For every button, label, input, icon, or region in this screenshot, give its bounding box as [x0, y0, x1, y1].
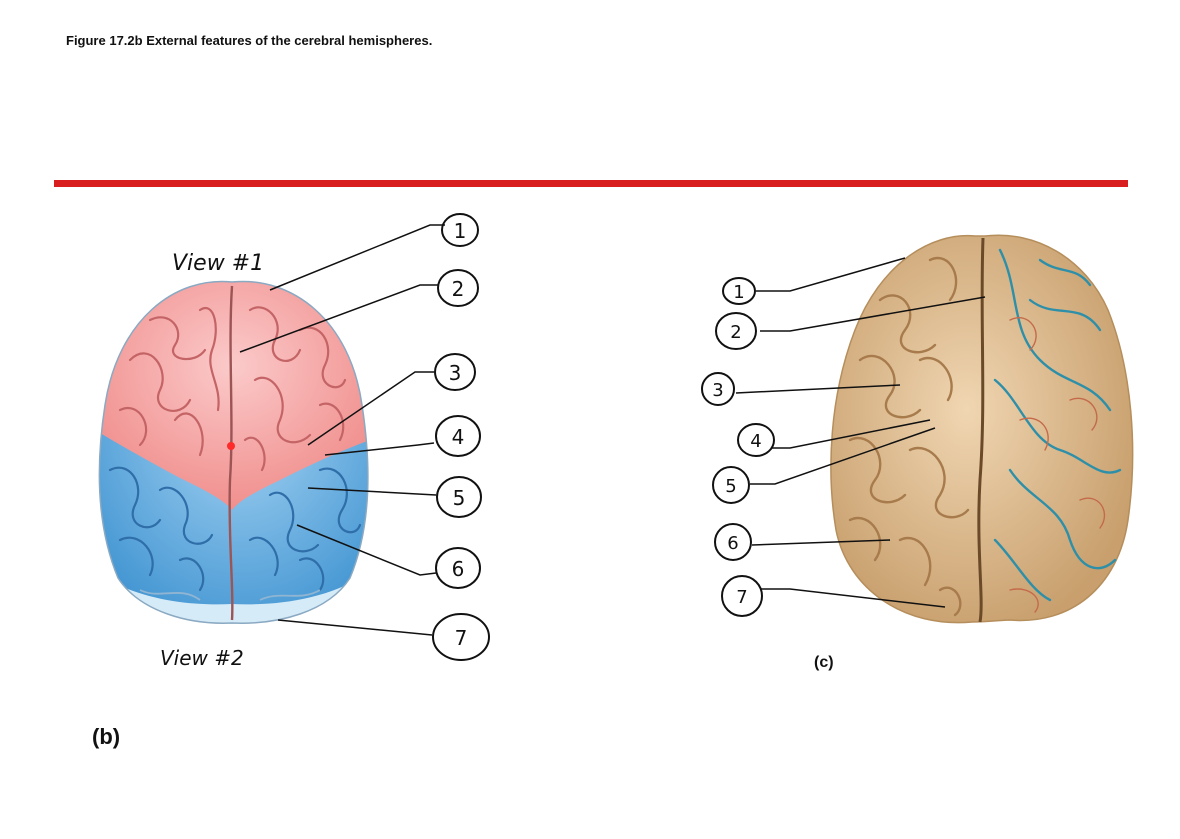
callout-b-5: 5 [436, 476, 482, 518]
callout-b-7: 7 [432, 613, 490, 661]
svg-text:4: 4 [750, 431, 761, 452]
vessels-right-c [993, 248, 1122, 602]
gyri-right-c [1009, 317, 1106, 613]
svg-text:2: 2 [452, 277, 465, 301]
callout-c-3: 3 [701, 372, 735, 406]
callout-b-4: 4 [435, 415, 481, 457]
callout-b-6: 6 [435, 547, 481, 589]
view1-note: View #1 [172, 251, 264, 276]
panel-letter-c: (c) [814, 654, 834, 671]
svg-text:6: 6 [452, 557, 465, 581]
svg-text:4: 4 [452, 425, 465, 449]
fissure-c [977, 237, 985, 623]
red-dot-marker [227, 442, 235, 450]
svg-text:5: 5 [725, 476, 736, 497]
occipital-gyri [139, 589, 321, 601]
svg-text:2: 2 [730, 322, 741, 343]
svg-text:7: 7 [455, 626, 468, 650]
leader-lines-c [735, 257, 986, 608]
callout-c-1: 1 [722, 277, 756, 305]
svg-text:6: 6 [727, 533, 738, 554]
callout-b-2: 2 [437, 269, 479, 307]
leader-lines-b [239, 224, 445, 636]
frontal-gyri [118, 306, 347, 472]
callout-b-1: 1 [441, 213, 479, 247]
figure-title: Figure 17.2b External features of the ce… [66, 33, 433, 48]
svg-text:1: 1 [733, 282, 744, 303]
callouts-c: 1 2 3 4 5 6 7 [701, 277, 775, 617]
callout-c-2: 2 [715, 312, 757, 350]
svg-text:5: 5 [453, 486, 466, 510]
longitudinal-fissure [228, 285, 234, 621]
svg-text:3: 3 [449, 361, 462, 385]
callout-c-4: 4 [737, 423, 775, 457]
brain-photo-c [830, 234, 1134, 624]
panel-letter-b: (b) [92, 724, 121, 749]
callout-b-3: 3 [434, 353, 476, 391]
callouts-b: 1 2 3 4 5 6 7 [432, 213, 490, 661]
svg-text:7: 7 [736, 587, 747, 608]
svg-text:1: 1 [454, 219, 467, 243]
brain-illustration-b [98, 280, 369, 624]
posterior-gyri [108, 466, 362, 592]
callout-c-6: 6 [714, 523, 752, 561]
callout-c-5: 5 [712, 466, 750, 504]
callout-c-7: 7 [721, 575, 763, 617]
gyri-left-c [848, 256, 970, 617]
view2-note: View #2 [160, 646, 244, 670]
svg-text:3: 3 [712, 380, 723, 401]
header-rule [54, 180, 1128, 187]
